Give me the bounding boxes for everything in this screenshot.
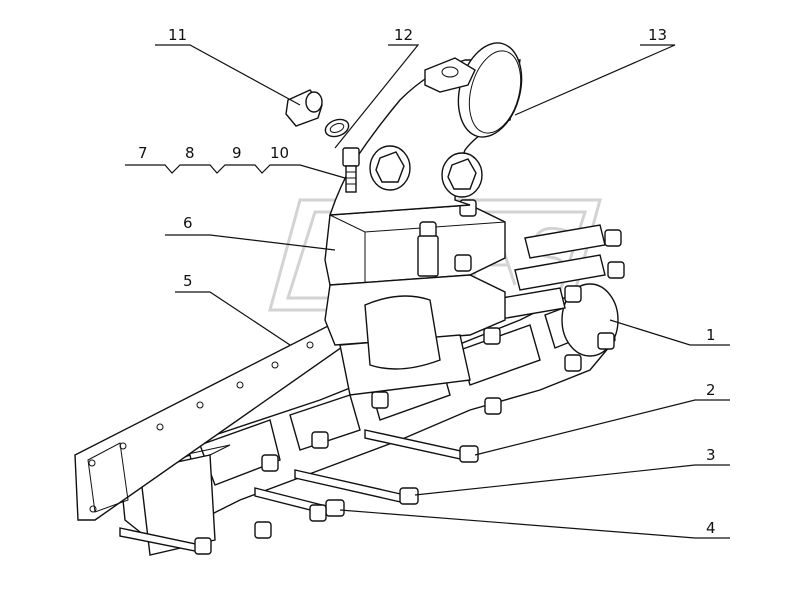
callout-12: 12	[394, 26, 413, 44]
small-screw	[342, 147, 360, 193]
callout-13: 13	[648, 26, 667, 44]
seal-ring	[324, 118, 350, 138]
gasket	[74, 324, 346, 521]
callout-5: 5	[183, 272, 193, 290]
callout-4: 4	[706, 519, 716, 537]
callout-6: 6	[183, 214, 193, 232]
manifold-bolts	[194, 224, 625, 555]
callout-labels: 11 12 13 7 8 9 10 6 5 1 2 3 4	[138, 26, 716, 537]
callout-8: 8	[185, 144, 195, 162]
callout-2: 2	[706, 381, 716, 399]
callout-1: 1	[706, 326, 716, 344]
leader-lines	[125, 44, 730, 539]
callout-7: 7	[138, 144, 148, 162]
plug	[285, 89, 323, 127]
callout-10: 10	[270, 144, 289, 162]
callout-3: 3	[706, 446, 716, 464]
adapter-riser	[324, 199, 506, 396]
callout-9: 9	[232, 144, 242, 162]
callout-11: 11	[168, 26, 187, 44]
elbow-pipe	[329, 42, 523, 216]
